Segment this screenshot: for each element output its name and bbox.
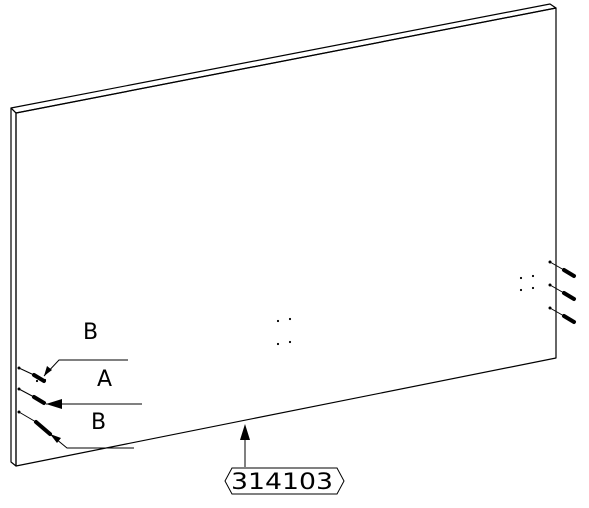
right-hole-pattern <box>519 274 535 292</box>
screw <box>548 306 576 324</box>
left-screws <box>17 366 52 436</box>
label-a: A <box>97 367 112 392</box>
hole-dot <box>35 379 39 383</box>
hole-dot <box>276 319 280 323</box>
panel-top-edge <box>10 3 557 114</box>
leader-arrow <box>44 366 52 376</box>
part-callout: 314103 <box>224 424 345 495</box>
panel-front-face <box>15 7 557 467</box>
right-screws <box>548 260 576 324</box>
screw <box>548 283 576 301</box>
hole-dot <box>288 340 292 344</box>
hole-dot <box>531 286 535 290</box>
leader-lines <box>43 359 142 449</box>
part-number-frame <box>224 467 345 495</box>
screw <box>548 260 576 278</box>
label-b-bottom: B <box>91 410 106 435</box>
hole-dot <box>276 342 280 346</box>
leader-arrow <box>50 434 61 443</box>
screw-b-top <box>17 366 46 383</box>
panel-left-edge <box>10 107 17 467</box>
hole-dot <box>288 317 292 321</box>
center-hole-pattern <box>276 317 292 346</box>
leader-arrow <box>46 399 62 409</box>
screw-a <box>17 387 46 405</box>
leader-line-b-bottom <box>49 433 134 449</box>
hole-dot <box>531 274 535 278</box>
part-number: 314103 <box>231 470 333 495</box>
hole-dot <box>519 276 523 280</box>
label-b-top: B <box>83 320 98 345</box>
hole-dot <box>519 288 523 292</box>
callout-arrow-head <box>240 424 250 440</box>
leader-line-b-top <box>43 359 128 377</box>
panel-board <box>10 3 557 467</box>
screw-b-bottom <box>17 410 52 436</box>
